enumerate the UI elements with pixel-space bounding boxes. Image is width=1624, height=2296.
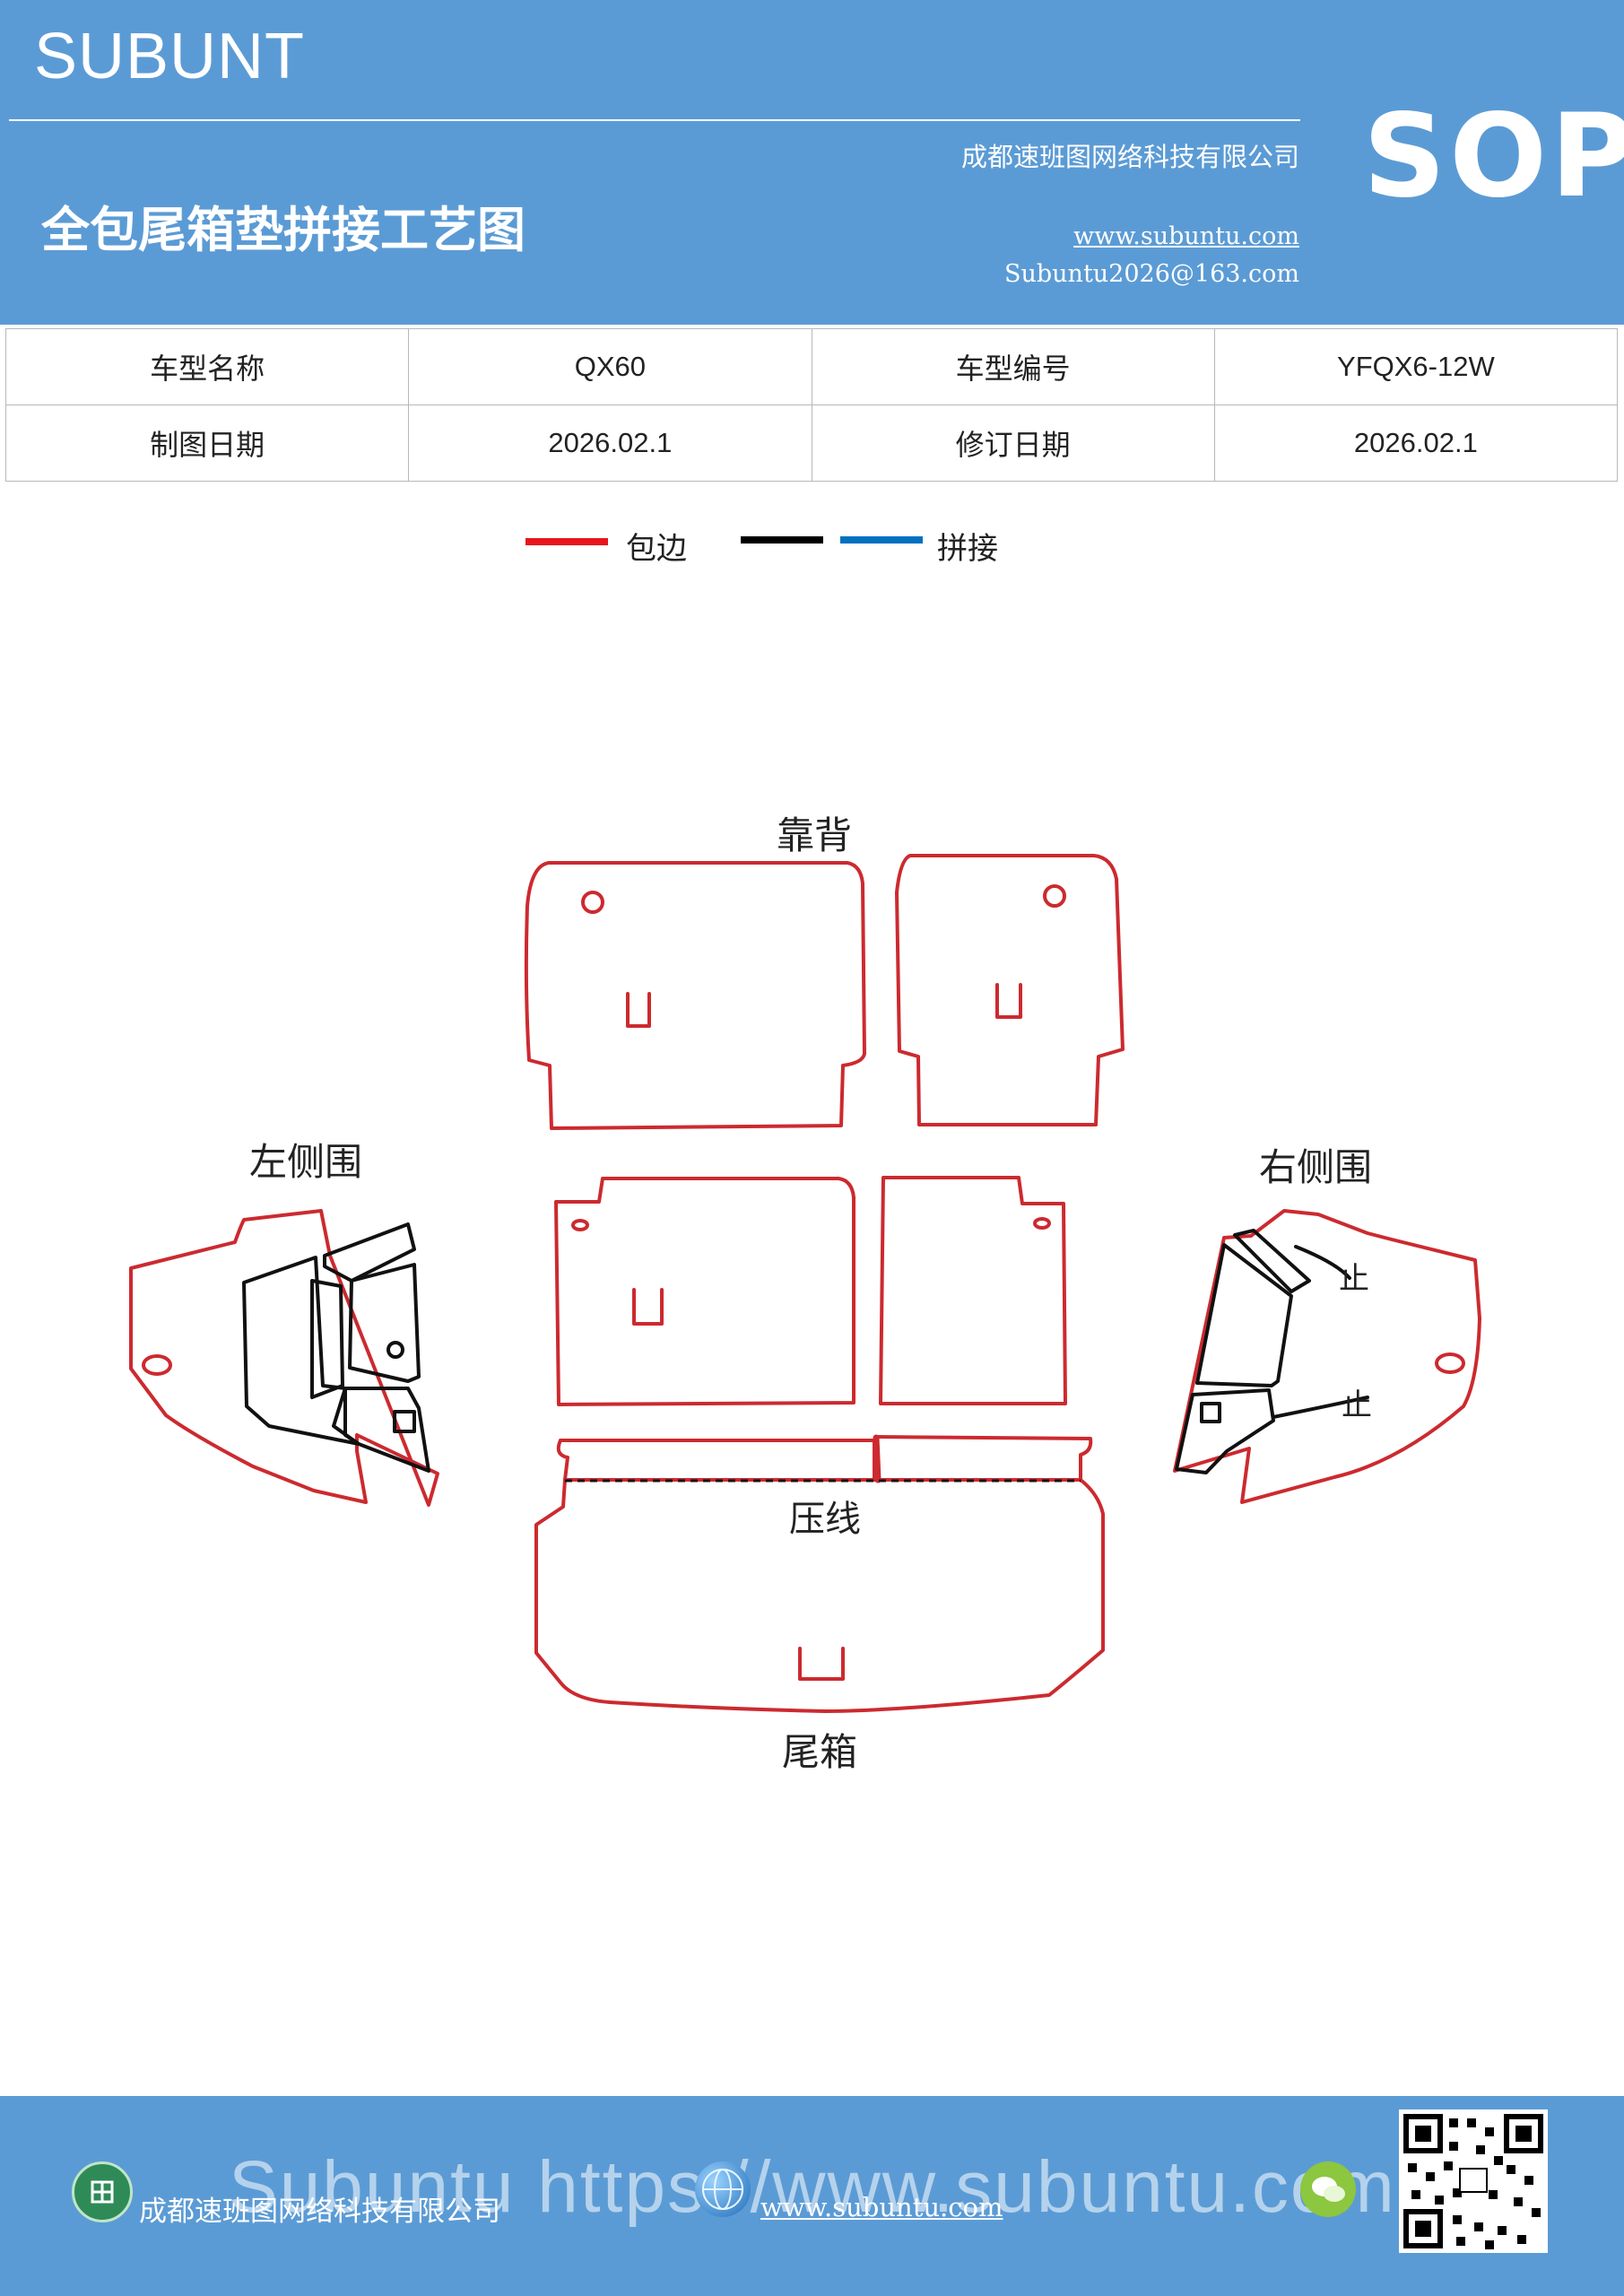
drawing-date-value: 2026.02.1 xyxy=(408,404,812,482)
left-inner-upper xyxy=(348,1263,421,1383)
splice-line-swatch xyxy=(840,536,923,544)
drawing-date-label: 制图日期 xyxy=(4,404,410,482)
brand-logo: SUBUNT xyxy=(34,21,306,92)
right-inner-upper xyxy=(1195,1243,1293,1387)
website-link[interactable]: www.subuntu.com xyxy=(1073,222,1299,250)
floor-left-handle xyxy=(632,1288,664,1326)
sop-badge: SOP xyxy=(1363,90,1624,223)
backrest-left-hole xyxy=(581,891,604,914)
left-inner-square xyxy=(393,1410,416,1433)
right-inner-top-edge xyxy=(1294,1245,1351,1280)
edging-legend-label: 包边 xyxy=(626,531,687,567)
crease-label: 压线 xyxy=(789,1499,861,1540)
footer-watermark: Subuntu https://www.subuntu.com xyxy=(229,2146,1396,2228)
trunk-floor-handle xyxy=(798,1647,845,1681)
right-inner-curve xyxy=(1272,1396,1369,1419)
right-side-outer xyxy=(1173,1209,1481,1504)
crease-strip-splice xyxy=(873,1434,881,1483)
footer-website-link[interactable]: www.subuntu.com xyxy=(760,2192,1003,2222)
backrest-right-panel xyxy=(895,854,1125,1126)
footer-company: 成都速班图网络科技有限公司 xyxy=(139,2196,500,2228)
backrest-right-hole xyxy=(1043,884,1066,908)
floor-right-hole xyxy=(1033,1217,1051,1230)
header-divider xyxy=(9,119,1300,121)
left-inner-lower xyxy=(332,1387,430,1473)
crease-strip xyxy=(559,1435,1093,1482)
backrest-right-handle xyxy=(995,983,1022,1019)
right-inner-strip xyxy=(1233,1229,1311,1293)
floor-left-hole xyxy=(571,1219,589,1231)
left-inner-hole xyxy=(386,1341,404,1359)
globe-icon xyxy=(695,2161,751,2217)
black-line-swatch xyxy=(741,536,823,544)
left-side-outer xyxy=(129,1209,439,1507)
left-side-hole xyxy=(142,1354,172,1376)
company-name: 成都速班图网络科技有限公司 xyxy=(960,142,1299,172)
model-name-value: QX60 xyxy=(408,328,812,405)
table-row: 制图日期 2026.02.1 修订日期 2026.02.1 xyxy=(4,404,1619,482)
wechat-icon xyxy=(1300,2161,1356,2217)
left-inner-top-strip xyxy=(323,1222,416,1283)
right-side-hole xyxy=(1435,1352,1465,1374)
stop-mark-top: 止 xyxy=(1339,1261,1369,1297)
crease-strip-left-end xyxy=(556,1439,876,1482)
email-address: Subuntu2026@163.com xyxy=(1004,260,1299,288)
info-table: 车型名称 QX60 车型编号 YFQX6-12W 制图日期 2026.02.1 … xyxy=(4,328,1619,482)
right-inner-square xyxy=(1200,1402,1221,1423)
qr-code xyxy=(1399,2109,1548,2253)
stop-mark-bottom: 止 xyxy=(1342,1387,1372,1423)
table-row: 车型名称 QX60 车型编号 YFQX6-12W xyxy=(4,328,1619,405)
trunk-label: 尾箱 xyxy=(782,1730,857,1774)
floor-right-panel xyxy=(879,1176,1067,1405)
splice-legend-label: 拼接 xyxy=(937,531,998,567)
edging-line-swatch xyxy=(525,538,608,545)
trunk-floor-panel xyxy=(534,1478,1105,1713)
backrest-label: 靠背 xyxy=(777,813,852,857)
building-icon xyxy=(72,2161,133,2222)
right-side-label: 右侧围 xyxy=(1259,1145,1372,1189)
left-inner-pillar xyxy=(310,1279,344,1399)
header-banner: SUBUNT 成都速班图网络科技有限公司 全包尾箱垫拼接工艺图 www.subu… xyxy=(0,0,1624,325)
legend: 包边 拼接 xyxy=(0,518,1624,581)
page-title: 全包尾箱垫拼接工艺图 xyxy=(41,202,525,258)
backrest-left-handle xyxy=(626,992,651,1028)
floor-left-panel xyxy=(554,1177,855,1406)
model-code-value: YFQX6-12W xyxy=(1213,328,1619,405)
model-name-label: 车型名称 xyxy=(4,328,410,405)
revision-date-value: 2026.02.1 xyxy=(1213,404,1619,482)
left-side-label: 左侧围 xyxy=(249,1140,362,1184)
right-inner-lower xyxy=(1175,1388,1275,1474)
model-code-label: 车型编号 xyxy=(811,328,1215,405)
revision-date-label: 修订日期 xyxy=(811,404,1215,482)
backrest-left-panel xyxy=(524,861,866,1130)
